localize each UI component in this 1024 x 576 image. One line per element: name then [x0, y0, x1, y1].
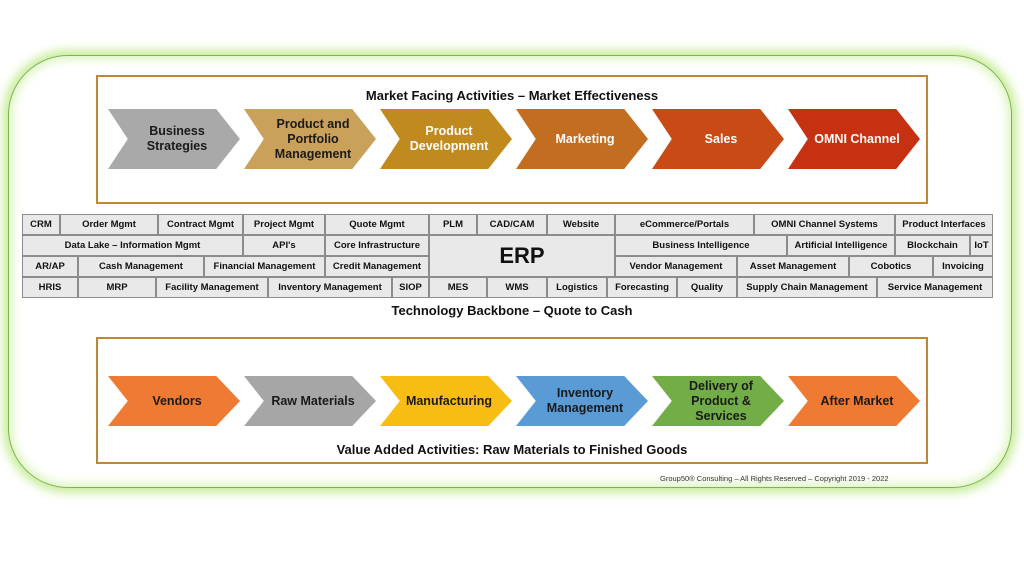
- tech-cell-facility-management: Facility Management: [156, 277, 268, 298]
- tech-cell-credit-management: Credit Management: [325, 256, 429, 277]
- tech-cell-ecommerce: eCommerce/Portals: [615, 214, 754, 235]
- tech-cell-business-intelligence: Business Intelligence: [615, 235, 787, 256]
- tech-cell-hris: HRIS: [22, 277, 78, 298]
- chevron-inventory-management: Inventory Management: [516, 376, 648, 426]
- chevron-raw-materials: Raw Materials: [244, 376, 376, 426]
- tech-cell-vendor-management: Vendor Management: [615, 256, 737, 277]
- tech-cell-blockchain: Blockchain: [895, 235, 970, 256]
- technology-backbone-label: Technology Backbone – Quote to Cash: [391, 303, 633, 318]
- tech-cell-supply-chain-management: Supply Chain Management: [737, 277, 877, 298]
- chevron-product-development: Product Development: [380, 109, 512, 169]
- market-facing-title: Market Facing Activities – Market Effect…: [365, 88, 659, 103]
- tech-cell-crm: CRM: [22, 214, 60, 235]
- chevron-vendors: Vendors: [108, 376, 240, 426]
- tech-cell-quality: Quality: [677, 277, 737, 298]
- tech-cell-data-lake: Data Lake – Information Mgmt: [22, 235, 243, 256]
- tech-cell-cobotics: Cobotics: [849, 256, 933, 277]
- tech-cell-apis: API's: [243, 235, 325, 256]
- tech-cell-mrp: MRP: [78, 277, 156, 298]
- chevron-product-portfolio: Product and Portfolio Management: [244, 109, 376, 169]
- tech-cell-iot: IoT: [970, 235, 993, 256]
- technology-grid: CRM Order Mgmt Contract Mgmt Project Mgm…: [22, 214, 993, 298]
- chevron-sales: Sales: [652, 109, 784, 169]
- tech-cell-quote-mgmt: Quote Mgmt: [325, 214, 429, 235]
- tech-cell-wms: WMS: [487, 277, 547, 298]
- chevron-omni-channel: OMNI Channel: [788, 109, 920, 169]
- tech-cell-cad-cam: CAD/CAM: [477, 214, 547, 235]
- tech-cell-siop: SIOP: [392, 277, 429, 298]
- tech-cell-project-mgmt: Project Mgmt: [243, 214, 325, 235]
- tech-cell-core-infrastructure: Core Infrastructure: [325, 235, 429, 256]
- tech-cell-forecasting: Forecasting: [607, 277, 677, 298]
- tech-cell-product-interfaces: Product Interfaces: [895, 214, 993, 235]
- tech-cell-asset-management: Asset Management: [737, 256, 849, 277]
- tech-cell-mes: MES: [429, 277, 487, 298]
- tech-cell-invoicing: Invoicing: [933, 256, 993, 277]
- tech-cell-cash-management: Cash Management: [78, 256, 204, 277]
- tech-cell-plm: PLM: [429, 214, 477, 235]
- tech-cell-order-mgmt: Order Mgmt: [60, 214, 158, 235]
- tech-cell-service-management: Service Management: [877, 277, 993, 298]
- chevron-manufacturing: Manufacturing: [380, 376, 512, 426]
- chevron-delivery: Delivery of Product & Services: [652, 376, 784, 426]
- chevron-marketing: Marketing: [516, 109, 648, 169]
- copyright-notice: Group50® Consulting – All Rights Reserve…: [660, 474, 889, 483]
- value-added-title: Value Added Activities: Raw Materials to…: [336, 442, 688, 457]
- tech-cell-omni-channel-systems: OMNI Channel Systems: [754, 214, 895, 235]
- tech-cell-website: Website: [547, 214, 615, 235]
- erp-core: ERP: [429, 235, 615, 277]
- chevron-business-strategies: Business Strategies: [108, 109, 240, 169]
- tech-cell-ar-ap: AR/AP: [22, 256, 78, 277]
- tech-cell-logistics: Logistics: [547, 277, 607, 298]
- tech-cell-artificial-intelligence: Artificial Intelligence: [787, 235, 895, 256]
- tech-cell-inventory-management: Inventory Management: [268, 277, 392, 298]
- tech-cell-financial-management: Financial Management: [204, 256, 325, 277]
- tech-cell-contract-mgmt: Contract Mgmt: [158, 214, 243, 235]
- chevron-after-market: After Market: [788, 376, 920, 426]
